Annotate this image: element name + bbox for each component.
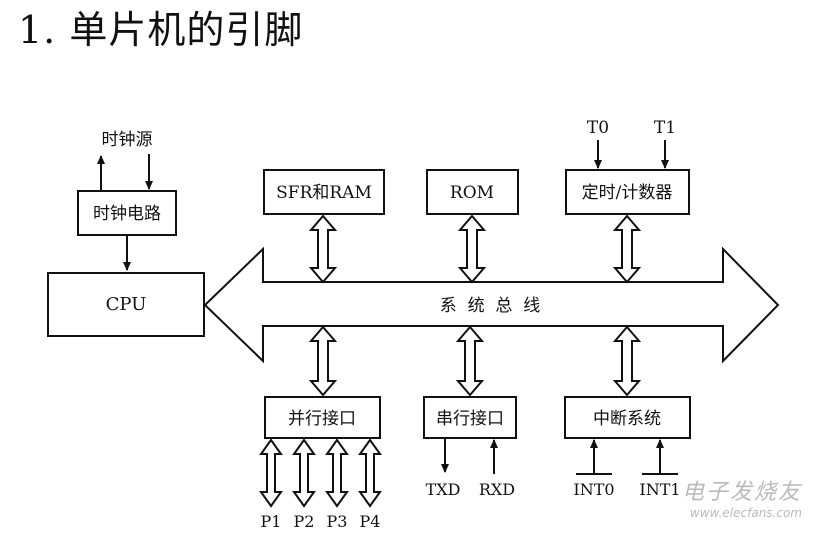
p3-label: P3 [327,512,348,531]
p4-label: P4 [360,512,381,531]
p2-label: P2 [294,512,315,531]
interrupt-bus-connector [612,325,642,397]
serial-port-label: 串行接口 [436,409,504,429]
t1-label: T1 [654,118,676,138]
rom-label: ROM [450,183,494,203]
interrupt-system-box [564,396,691,439]
timer-counter-label: 定时/计数器 [582,183,673,203]
serial-bus-connector [455,325,485,397]
p1-label: P1 [261,512,282,531]
parallel-port-label: 并行接口 [288,409,356,429]
sfr-ram-label: SFR和RAM [276,183,372,203]
int0-label: INT0 [573,480,614,499]
watermark-logo: 电子发烧友 [681,480,802,505]
rom-box [426,169,519,215]
sfr-ram-box [263,169,385,215]
p4-io-arrow [358,438,382,508]
cpu-label: CPU [106,294,147,315]
watermark-url: www.elecfans.com [689,506,802,520]
interrupt-system-label: 中断系统 [593,409,661,429]
p1-io-arrow [259,438,283,508]
serial-port-box [423,396,517,439]
timer-counter-box [565,169,690,215]
cpu-box [47,272,205,337]
p2-io-arrow [292,438,316,508]
clock-source-label: 时钟源 [102,130,153,150]
clock-circuit-box [77,190,177,236]
rxd-label: RXD [479,480,515,499]
int1-label: INT1 [639,480,680,499]
p3-io-arrow [325,438,349,508]
system-bus-label: 系 统 总 线 [440,296,540,316]
sfr-ram-bus-connector [308,214,338,284]
system-bus-arrow [203,246,780,364]
parallel-bus-connector [308,325,338,397]
page-title: 1. 单片机的引脚 [18,8,304,52]
parallel-port-box [264,396,381,439]
timer-bus-connector [612,214,642,284]
clock-circuit-label: 时钟电路 [93,204,161,224]
t0-label: T0 [587,118,609,138]
rom-bus-connector [457,214,487,284]
txd-label: TXD [426,480,461,499]
watermark: 电子发烧友 www.elecfans.com [682,474,802,520]
